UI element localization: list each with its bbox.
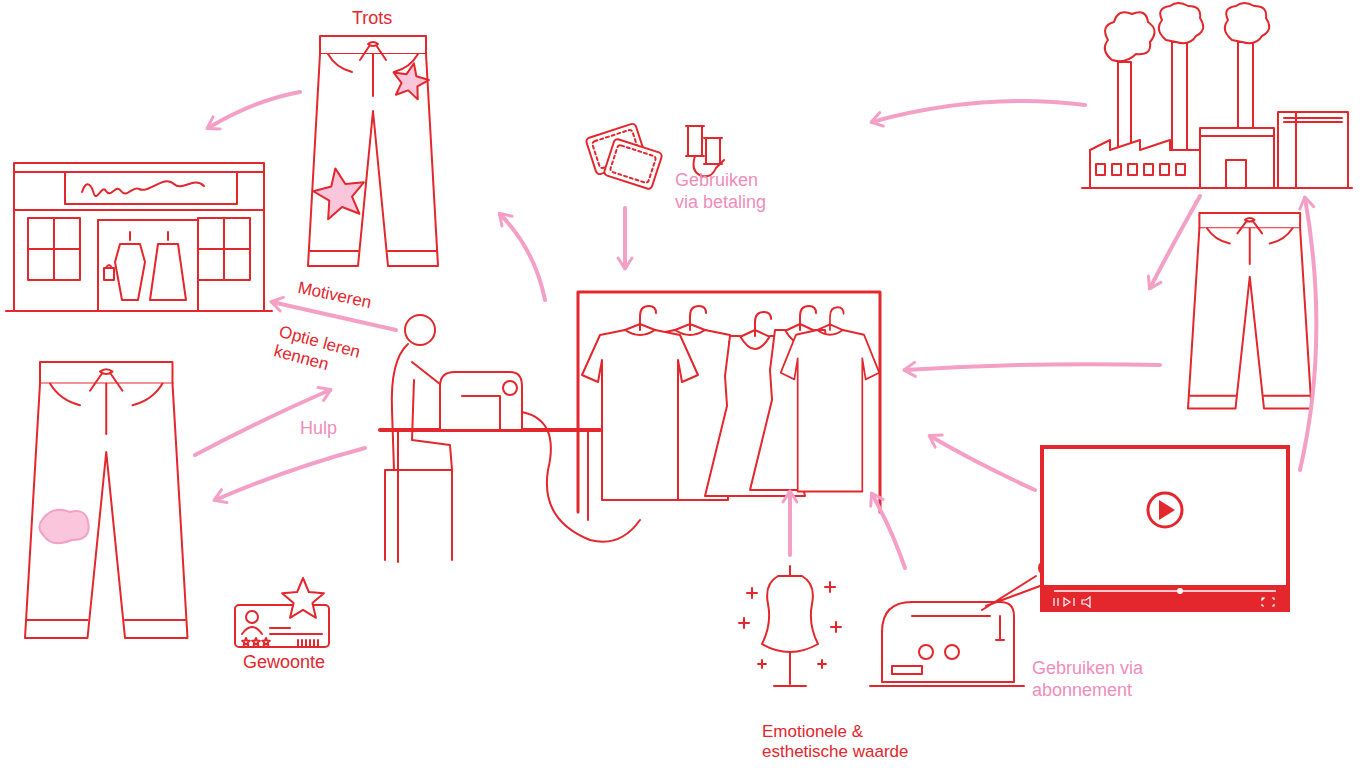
clothes-rack [578,292,880,512]
label: Gebruiken via abonnement [1032,658,1182,701]
proud-pants [308,36,438,266]
label: Motiveren [296,278,373,313]
habit-card [235,578,329,647]
shop-illustration [6,163,272,311]
damaged-pants [25,362,188,638]
sewing-person [380,315,640,562]
label: Hulp [300,418,337,440]
label: Trots [352,8,392,30]
new-pants [1188,213,1312,409]
label: Optie leren kennen [271,322,378,387]
label: Gebruiken via betaling [675,170,785,213]
sewing-machine-icon [870,561,1057,686]
dress-form [739,566,841,686]
label: Gewoonte [243,652,325,674]
video-player [1042,447,1288,610]
label: Emotionele & esthetische waarde [762,722,922,763]
factory-illustration [1082,3,1352,188]
flow-arrows [195,92,1316,568]
